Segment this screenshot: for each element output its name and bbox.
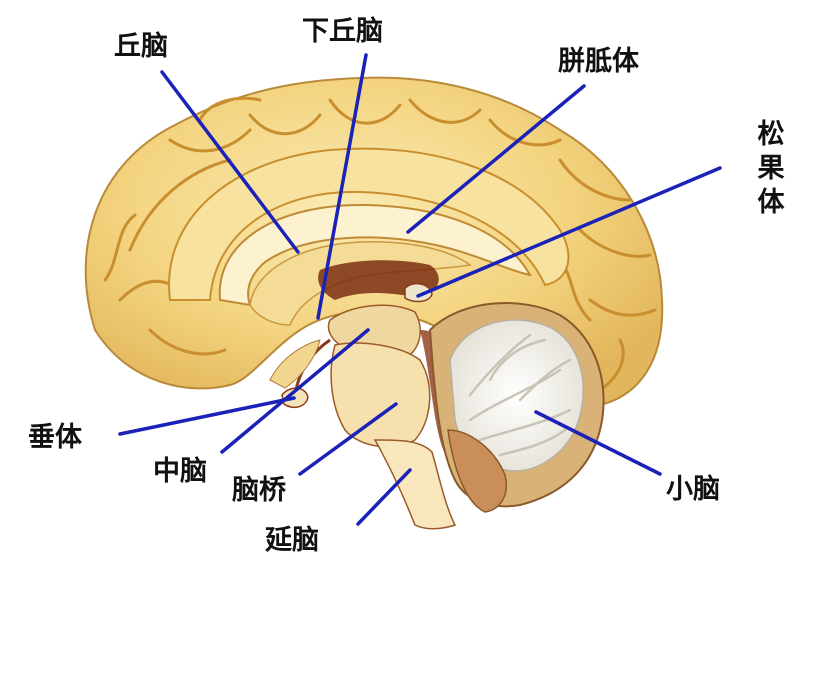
leader-thalamus xyxy=(160,70,300,254)
leader-cerebellum xyxy=(534,410,662,476)
leader-corpus-callosum xyxy=(406,84,586,234)
label-pituitary: 垂体 xyxy=(28,422,82,453)
pineal-gland-shape xyxy=(404,282,433,303)
cerebellum-lower-lobe xyxy=(447,429,507,513)
label-pineal-body: 松果体 xyxy=(757,119,785,218)
leader-midbrain xyxy=(220,328,370,454)
pons-shape xyxy=(330,342,431,448)
cingulate-gyrus xyxy=(168,147,570,301)
label-cerebellum: 小脑 xyxy=(666,474,720,505)
label-thalamus: 丘脑 xyxy=(114,31,168,62)
cerebellum xyxy=(428,302,605,513)
arbor-vitae xyxy=(468,333,572,457)
corpus-callosum-shape xyxy=(218,203,532,307)
leader-pons xyxy=(298,402,398,476)
medulla-shape xyxy=(373,439,457,530)
leader-pineal xyxy=(416,166,722,298)
label-pons: 脑桥 xyxy=(232,475,286,506)
label-medulla: 延脑 xyxy=(265,525,319,556)
label-midbrain: 中脑 xyxy=(153,456,207,487)
leader-medulla xyxy=(356,468,412,526)
label-corpus-callosum: 胼胝体 xyxy=(558,46,639,77)
leader-lines xyxy=(118,53,722,526)
optic-area xyxy=(269,339,321,389)
leader-pituitary xyxy=(118,396,296,436)
leader-hypothalamus xyxy=(316,53,368,320)
label-hypothalamus: 下丘脑 xyxy=(302,16,383,47)
